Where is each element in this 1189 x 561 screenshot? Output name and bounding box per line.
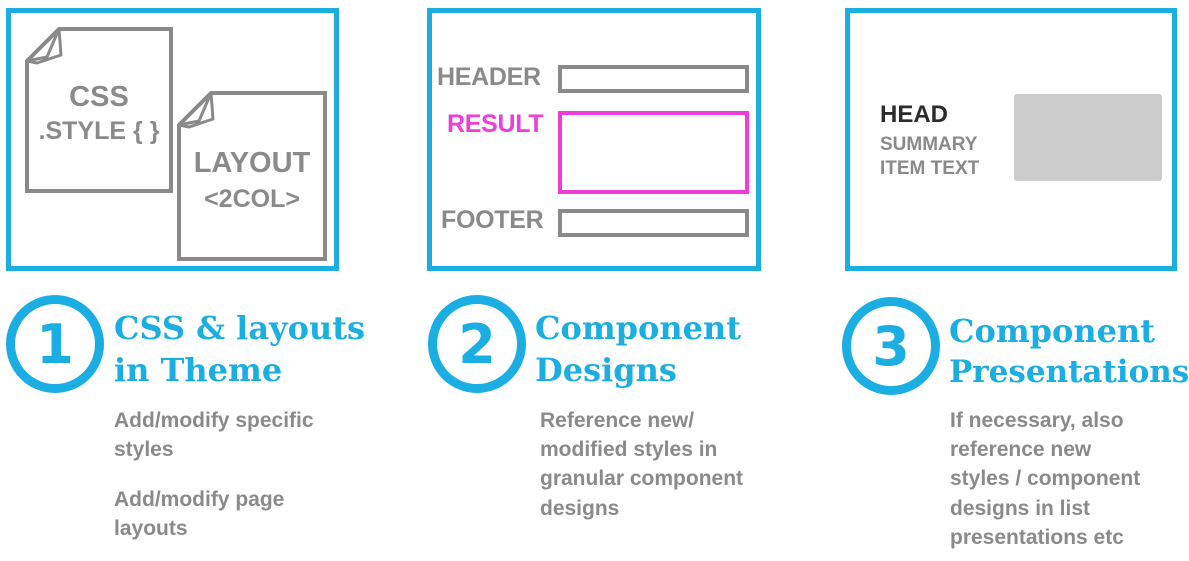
panel-css-layouts: CSS .STYLE { } LAYOUT <2COL> xyxy=(6,8,339,271)
step-3-desc-line2: reference new xyxy=(950,438,1092,461)
layout-file-label: LAYOUT xyxy=(193,147,311,179)
step-3-desc-line1: If necessary, also xyxy=(950,409,1124,432)
step-2-desc-line2: modified styles in xyxy=(540,438,718,461)
step-3-desc-line3: styles / component xyxy=(950,467,1141,490)
css-file-label: CSS xyxy=(69,81,129,113)
head-label: HEAD xyxy=(880,101,949,128)
step-3-desc-line5: presentations etc xyxy=(950,526,1124,549)
step-1-title-line1: CSS & layouts xyxy=(114,309,366,347)
panel-component-presentations: HEAD SUMMARY ITEM TEXT xyxy=(845,8,1177,271)
step-3-title-line1: Component xyxy=(949,312,1156,350)
summary-label: SUMMARY xyxy=(880,134,978,155)
footer-box xyxy=(558,209,749,237)
step-2-number-badge: 2 xyxy=(428,295,526,393)
step-1-desc2-line2: layouts xyxy=(114,517,188,540)
step-3-number-badge: 3 xyxy=(842,297,940,395)
result-label: RESULT xyxy=(447,110,544,138)
step-1-number-badge: 1 xyxy=(6,295,104,393)
css-file-icon: CSS .STYLE { } xyxy=(25,27,173,193)
step-2-desc-line1: Reference new/ xyxy=(540,409,695,432)
step-2-title-line1: Component xyxy=(535,309,742,347)
header-box xyxy=(558,65,749,93)
result-box xyxy=(558,111,749,194)
css-style-label: .STYLE { } xyxy=(38,117,160,145)
step-3-desc-line4: designs in list xyxy=(950,497,1091,520)
step-2-desc-line4: designs xyxy=(540,497,620,520)
panel-component-designs: HEADER RESULT FOOTER xyxy=(427,8,761,271)
item-text-label: ITEM TEXT xyxy=(880,158,980,179)
step-2-title-line2: Designs xyxy=(535,351,677,389)
step-1-desc2-line1: Add/modify page xyxy=(114,488,285,511)
footer-label: FOOTER xyxy=(441,206,544,234)
header-label: HEADER xyxy=(437,63,541,91)
step-2-desc-line3: granular component xyxy=(540,467,744,490)
step-1-desc1-line2: styles xyxy=(114,438,174,461)
step-3-title-line2: Presentations xyxy=(949,354,1189,390)
step-1-desc1-line1: Add/modify specific xyxy=(114,409,314,432)
layout-2col-label: <2COL> xyxy=(204,185,300,213)
layout-file-icon: LAYOUT <2COL> xyxy=(177,91,327,261)
image-placeholder xyxy=(1014,94,1162,181)
step-1-title-line2: in Theme xyxy=(114,351,283,389)
